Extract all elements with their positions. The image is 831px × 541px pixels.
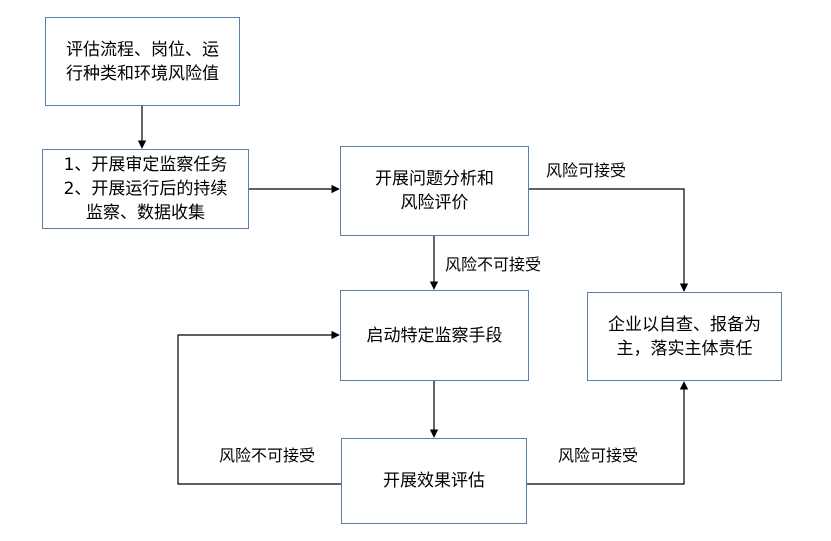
node-audit: 1、开展审定监察任务 2、开展运行后的持续 监察、数据收集 xyxy=(42,149,249,229)
node-enterprise-line-1: 企业以自查、报备为 xyxy=(608,314,761,335)
node-analysis-line-2: 风险评价 xyxy=(400,193,469,213)
node-enterprise: 企业以自查、报备为 主，落实主体责任 xyxy=(587,292,782,381)
node-audit-line-3: 监察、数据收集 xyxy=(85,203,205,223)
node-analysis-line-1: 开展问题分析和 xyxy=(375,169,494,189)
arrow-analysis-to-enterprise xyxy=(529,188,689,292)
arrow-effect-to-enterprise xyxy=(527,381,689,485)
node-audit-line-1: 1、开展审定监察任务 xyxy=(63,155,228,175)
label-analysis-unacceptable: 风险不可接受 xyxy=(445,255,542,274)
node-assess-line-1: 评估流程、岗位、运 xyxy=(66,39,219,60)
node-enterprise-line-2: 主，落实主体责任 xyxy=(616,338,753,359)
label-analysis-acceptable: 风险可接受 xyxy=(546,161,627,180)
label-effect-unacceptable: 风险不可接受 xyxy=(219,446,316,465)
node-assess: 评估流程、岗位、运 行种类和环境风险值 xyxy=(45,17,240,106)
node-assess-line-2: 行种类和环境风险值 xyxy=(66,63,219,84)
node-effect: 开展效果评估 xyxy=(341,438,527,524)
node-analysis: 开展问题分析和 风险评价 xyxy=(340,146,529,236)
node-special-line-1: 启动特定监察手段 xyxy=(366,325,503,346)
node-special: 启动特定监察手段 xyxy=(340,290,529,381)
label-effect-acceptable: 风险可接受 xyxy=(558,446,639,465)
node-effect-line-1: 开展效果评估 xyxy=(383,471,485,491)
node-audit-line-2: 2、开展运行后的持续 xyxy=(63,179,228,199)
arrow-effect-to-special xyxy=(177,330,341,485)
